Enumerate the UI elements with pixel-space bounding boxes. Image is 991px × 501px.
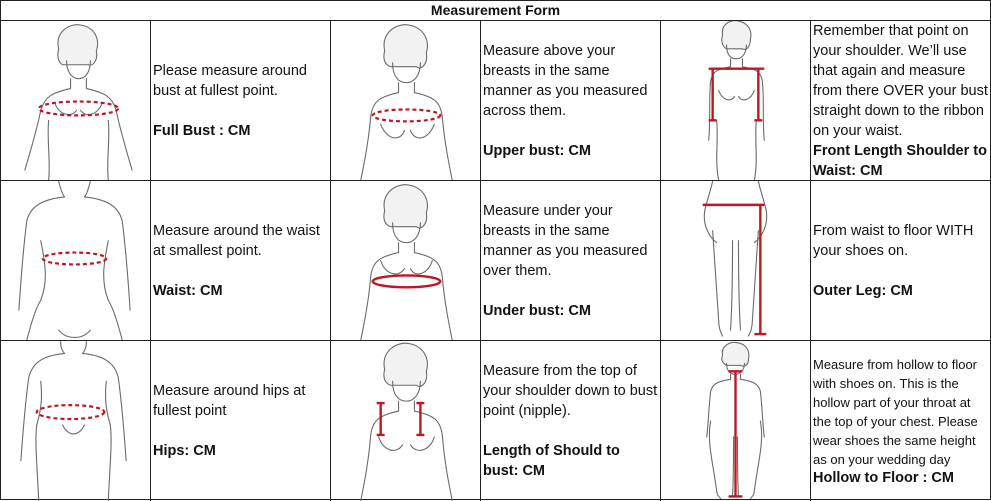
- under-bust-label: Under bust: CM: [483, 302, 591, 319]
- full-bust-figure: [1, 21, 151, 181]
- front-length-label: Front Length Shoulder to Waist: CM: [813, 142, 987, 179]
- upper-bust-label: Upper bust: CM: [483, 142, 591, 159]
- outer-leg-label: Outer Leg: CM: [813, 282, 913, 299]
- shoulder-to-bust-text: Measure from the top of your shoulder do…: [481, 341, 661, 501]
- front-length-figure: [661, 21, 811, 181]
- hollow-to-floor-figure: [661, 341, 811, 501]
- hollow-to-floor-label: Hollow to Floor : CM: [813, 469, 954, 486]
- waist-text: Measure around the waist at smallest poi…: [151, 181, 331, 341]
- upper-bust-description: Measure above your breasts in the same m…: [483, 42, 648, 119]
- hips-label: Hips: CM: [153, 443, 216, 459]
- full-bust-label: Full Bust : CM: [153, 122, 251, 139]
- upper-bust-text: Measure above your breasts in the same m…: [481, 21, 661, 181]
- waist-label: Waist: CM: [153, 282, 223, 299]
- hollow-to-floor-description: Measure from hollow to floor with shoes …: [813, 356, 978, 467]
- form-title: Measurement Form: [1, 1, 990, 21]
- outer-leg-figure: [661, 181, 811, 341]
- front-length-description: Remember that point on your shoulder. We…: [813, 22, 988, 139]
- waist-description: Measure around the waist at smallest poi…: [153, 222, 320, 259]
- shoulder-to-bust-label: Length of Should to bust: CM: [483, 443, 620, 479]
- waist-figure: [1, 181, 151, 341]
- outer-leg-description: From waist to floor WITH your shoes on.: [813, 222, 974, 259]
- under-bust-description: Measure under your breasts in the same m…: [483, 202, 648, 279]
- outer-leg-text: From waist to floor WITH your shoes on. …: [811, 181, 991, 341]
- shoulder-to-bust-figure: [331, 341, 481, 501]
- hips-description: Measure around hips at fullest point: [153, 383, 306, 419]
- full-bust-text: Please measure around bust at fullest po…: [151, 21, 331, 181]
- under-bust-text: Measure under your breasts in the same m…: [481, 181, 661, 341]
- upper-bust-figure: [331, 21, 481, 181]
- under-bust-figure: [331, 181, 481, 341]
- front-length-text: Remember that point on your shoulder. We…: [811, 21, 991, 181]
- hips-text: Measure around hips at fullest point Hip…: [151, 341, 331, 501]
- hollow-to-floor-text: Measure from hollow to floor with shoes …: [811, 341, 991, 501]
- shoulder-to-bust-description: Measure from the top of your shoulder do…: [483, 363, 658, 419]
- full-bust-description: Please measure around bust at fullest po…: [153, 62, 307, 99]
- hips-figure: [1, 341, 151, 501]
